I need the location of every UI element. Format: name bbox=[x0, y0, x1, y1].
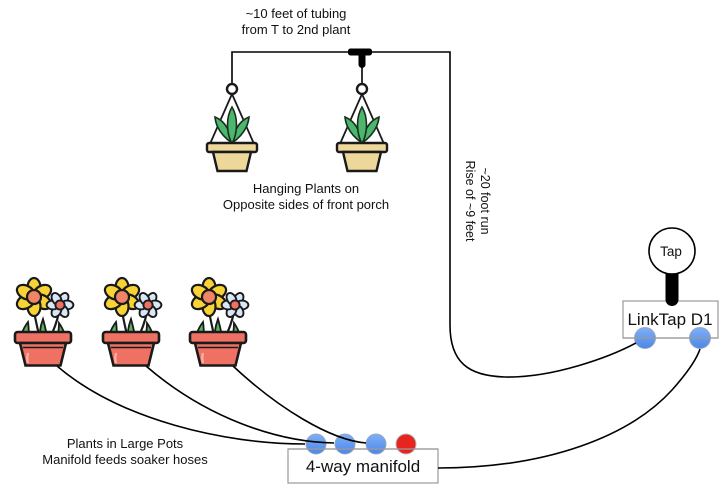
hanging-plants-caption-line1: Hanging Plants on bbox=[252, 181, 360, 196]
tubing-manifold-feed bbox=[437, 348, 701, 469]
manifold-port-blue-3 bbox=[365, 433, 387, 455]
tubing-lines bbox=[56, 51, 701, 469]
manifold-label: 4-way manifold bbox=[305, 457, 421, 476]
top-tubing-note-line1: ~10 feet of tubing bbox=[245, 6, 347, 21]
hanging-plant-icon-1 bbox=[205, 82, 259, 173]
tubing-main-run bbox=[231, 51, 637, 378]
top-tubing-note: ~10 feet of tubing from T to 2nd plant bbox=[242, 6, 351, 38]
hanging-plants-caption: Hanging Plants on Opposite sides of fron… bbox=[223, 181, 389, 213]
tee-fitting-icon bbox=[348, 48, 372, 68]
run-length-note: ~20 foot run Rise of ~9 feet bbox=[462, 161, 492, 242]
manifold-box bbox=[287, 448, 439, 484]
soaker-line-pot1 bbox=[56, 365, 306, 445]
linktap-label: LinkTap D1 bbox=[627, 310, 713, 329]
run-length-note-line1: ~20 foot run bbox=[478, 167, 492, 235]
run-length-note-line2: Rise of ~9 feet bbox=[463, 160, 477, 242]
flower-pot-icon-1 bbox=[13, 276, 75, 367]
potted-plants-caption-line1: Plants in Large Pots bbox=[66, 436, 184, 451]
tap-circle bbox=[648, 227, 696, 275]
hanging-plants-caption-line2: Opposite sides of front porch bbox=[222, 197, 390, 212]
flower-pot-icon-3 bbox=[188, 276, 250, 367]
flower-pot-icon-2 bbox=[101, 276, 163, 367]
blue-flower bbox=[45, 292, 75, 318]
potted-plants-caption-line2: Manifold feeds soaker hoses bbox=[42, 452, 208, 467]
yellow-flower bbox=[15, 276, 53, 318]
top-tubing-note-line2: from T to 2nd plant bbox=[241, 22, 351, 37]
potted-plants-caption: Plants in Large Pots Manifold feeds soak… bbox=[42, 436, 207, 468]
manifold-port-blue-1 bbox=[305, 433, 327, 455]
soaker-line-pot2 bbox=[145, 365, 335, 444]
soaker-line-pot3 bbox=[232, 365, 367, 444]
manifold-port-red bbox=[395, 433, 417, 455]
tap-label: Tap bbox=[660, 244, 682, 259]
hanging-plant-icon-2 bbox=[335, 82, 389, 173]
